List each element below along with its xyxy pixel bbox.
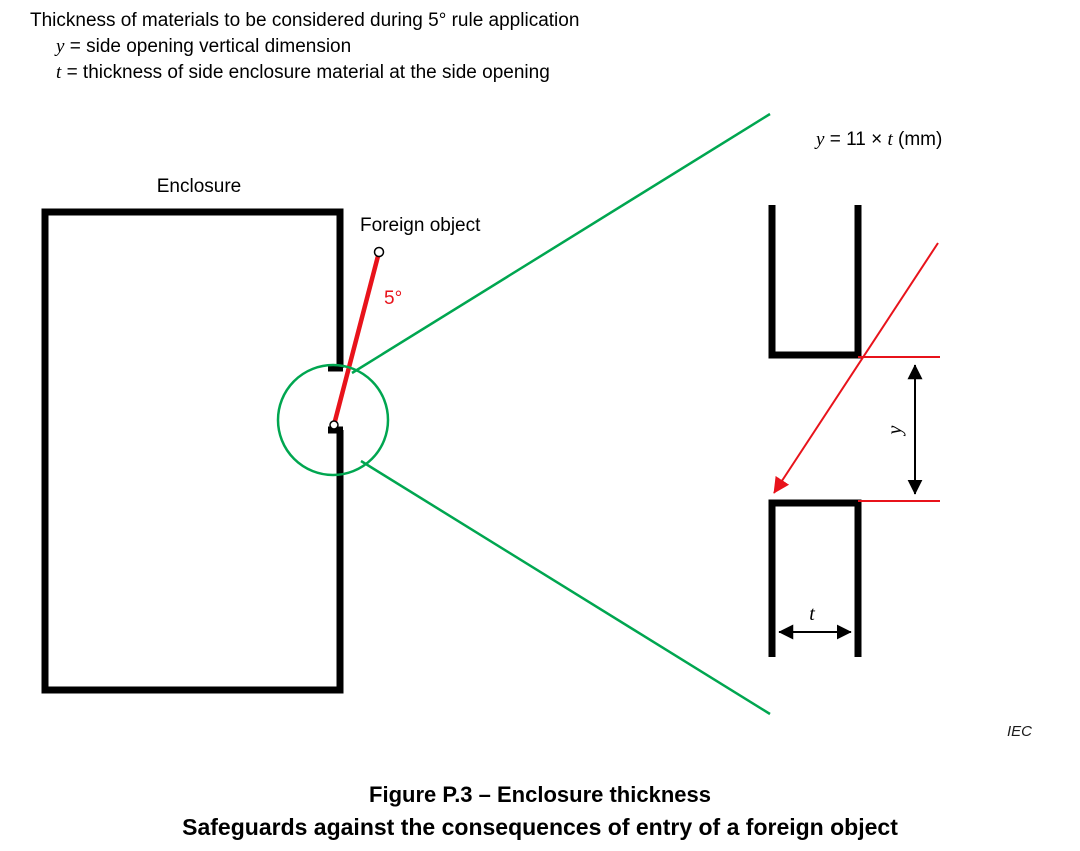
foreign-object-label: Foreign object bbox=[360, 215, 481, 236]
formula-label: y = 11 × t (mm) bbox=[814, 129, 942, 150]
dim-label-y: y bbox=[884, 425, 906, 436]
detail-wall-upper bbox=[768, 205, 862, 359]
formula-variable-y: y bbox=[814, 129, 825, 150]
figure-description: Thickness of materials to be considered … bbox=[30, 10, 580, 31]
formula-variable-t: t bbox=[887, 129, 893, 150]
definition-t-text: = thickness of side enclosure material a… bbox=[66, 62, 550, 83]
variable-y: y bbox=[56, 36, 65, 57]
entry-direction-arrow bbox=[773, 242, 939, 494]
foreign-object-rod bbox=[332, 255, 381, 422]
dim-label-t: t bbox=[809, 603, 815, 625]
formula-unit: (mm) bbox=[893, 129, 943, 150]
foreign-object-end-top bbox=[373, 246, 385, 258]
figure-caption-subtitle: Safeguards against the consequences of e… bbox=[182, 814, 898, 840]
definition-t: t = thickness of side enclosure material… bbox=[56, 60, 579, 86]
projection-line-top bbox=[351, 112, 771, 375]
header-text-block: Thickness of materials to be considered … bbox=[30, 8, 579, 86]
foreign-object-pivot bbox=[329, 420, 339, 430]
angle-label: 5° bbox=[384, 288, 402, 309]
figure-caption-title: Figure P.3 – Enclosure thickness bbox=[369, 782, 711, 807]
projection-line-bottom bbox=[360, 459, 771, 716]
magnifier-circle bbox=[276, 363, 390, 477]
definition-y-text: = side opening vertical dimension bbox=[69, 36, 352, 57]
formula-operator: = 11 × bbox=[824, 129, 887, 150]
definition-y: y = side opening vertical dimension bbox=[56, 34, 579, 60]
iec-label: IEC bbox=[1007, 723, 1032, 740]
enclosure-label: Enclosure bbox=[157, 176, 242, 197]
enclosure-outline bbox=[41, 208, 344, 694]
variable-t: t bbox=[56, 62, 62, 83]
detail-wall-lower bbox=[768, 499, 862, 657]
